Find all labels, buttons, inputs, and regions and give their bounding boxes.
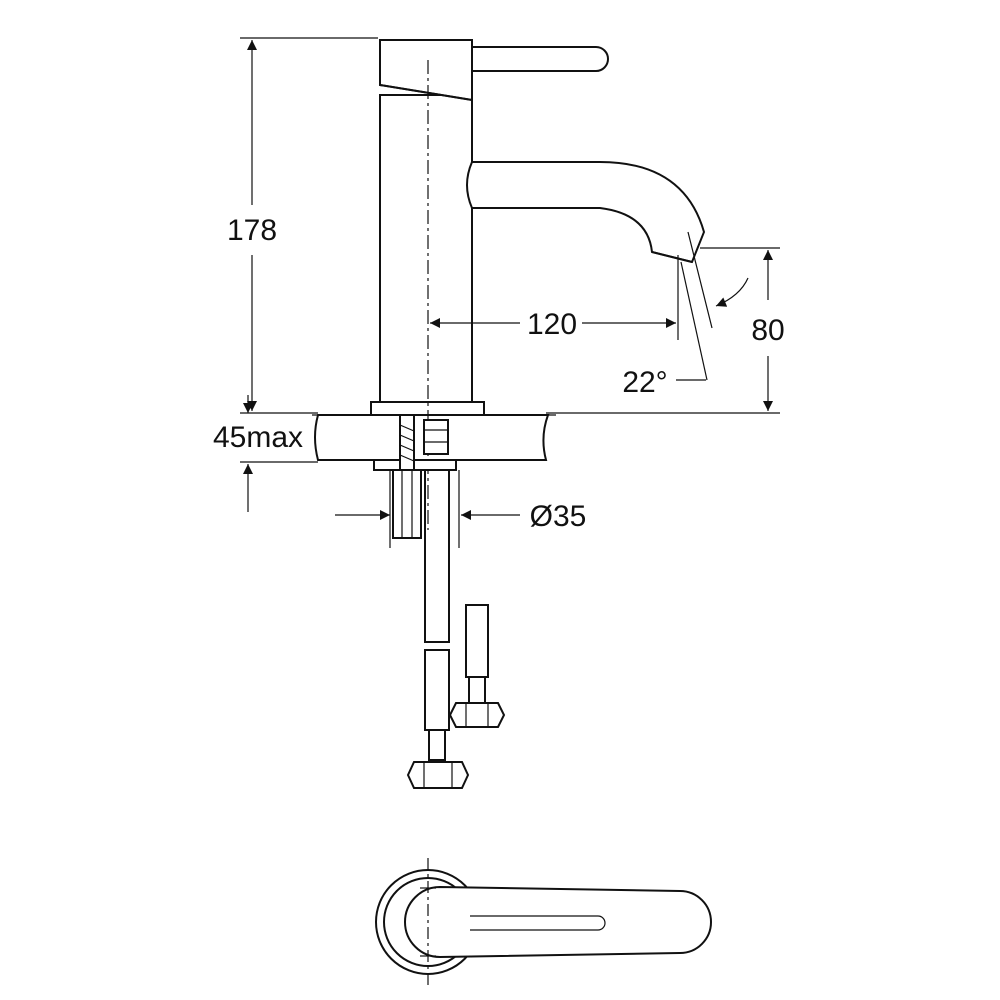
spout-height-label: 80 (751, 314, 784, 347)
braided-hose-1-lower (424, 649, 450, 731)
hose-top-nut (423, 419, 449, 455)
angle-label: 22° (622, 366, 667, 399)
reach-label: 120 (527, 308, 577, 341)
top-view-lever (404, 885, 712, 959)
dimension-spout-height (546, 247, 780, 414)
handle-housing (379, 39, 473, 102)
dimension-countertop (240, 395, 318, 512)
lever-handle (471, 46, 609, 72)
countertop-label: 45max (213, 421, 303, 454)
diameter-label: Ø35 (530, 500, 587, 533)
column (379, 94, 473, 403)
braided-hose-2 (465, 604, 489, 678)
faucet-body (370, 39, 706, 530)
hose-1-hex-nut (406, 761, 470, 789)
dimension-diameter (335, 470, 520, 548)
braided-hose-1-upper (424, 469, 450, 643)
spout (466, 161, 706, 264)
height-label: 178 (227, 214, 277, 247)
top-view (375, 858, 712, 986)
dimension-reach (430, 255, 679, 340)
mounting-hardware (373, 414, 506, 789)
fixing-nut (392, 469, 422, 539)
dimension-height (240, 37, 378, 414)
hose-2-hex-nut (448, 702, 506, 728)
dimension-angle (676, 231, 749, 381)
